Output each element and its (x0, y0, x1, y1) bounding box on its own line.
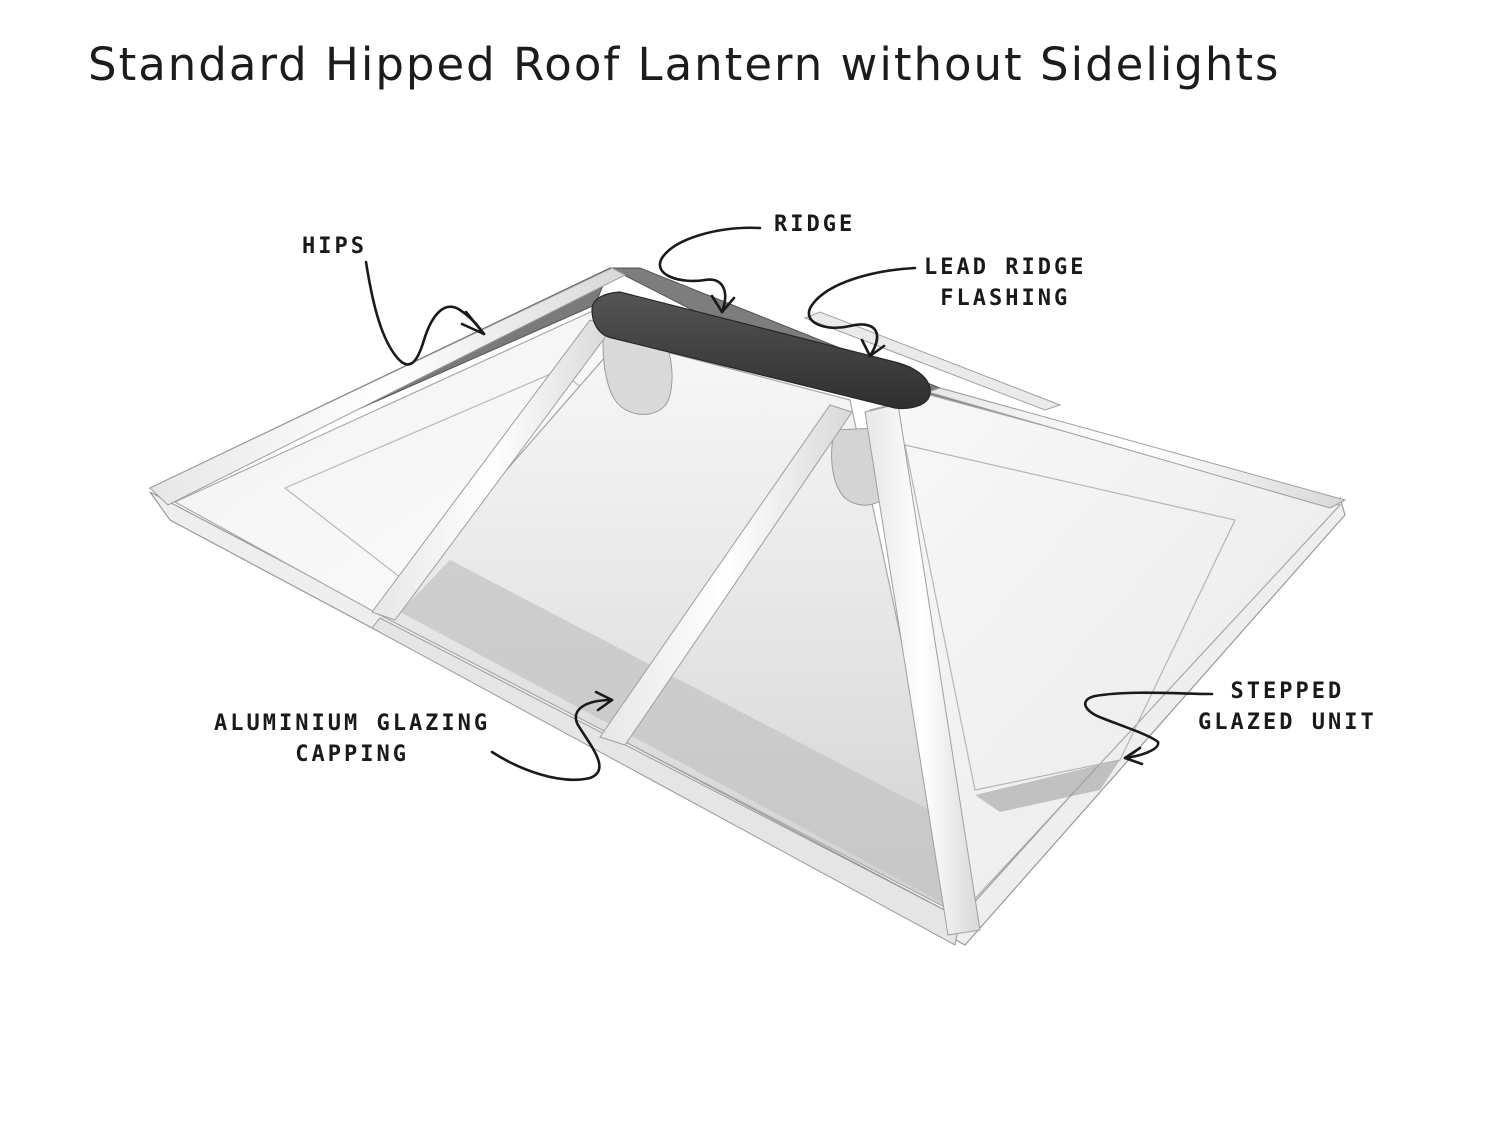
aluminium-capping-arrowhead (594, 690, 614, 712)
ridge-arrowhead (710, 294, 736, 314)
ridge-cap (591, 291, 931, 410)
aluminium-glazing-capping-line-1: ALUMINIUM GLAZING (214, 711, 491, 736)
stepped-glazed-unit-line-2: GLAZED UNIT (1198, 710, 1377, 735)
stepped-glazed-arrowhead (1123, 746, 1144, 766)
lead-ridge-flashing-label: LEAD RIDGE FLASHING (924, 252, 1086, 314)
left-hip-bar (149, 267, 627, 506)
right-front-hip-bar (864, 403, 981, 936)
back-ridge-bar (803, 311, 1062, 411)
ridge-label: RIDGE (774, 212, 856, 237)
stepped-glazed-unit-label: STEPPED GLAZED UNIT (1198, 676, 1377, 738)
glazing-bar-center (599, 404, 853, 746)
lead-ridge-arrowhead (860, 338, 886, 358)
hips-arrowhead (460, 310, 486, 336)
front-shadow-band (400, 560, 960, 912)
aluminium-capping-arrow (490, 698, 614, 782)
stepped-glazed-arrow (1083, 691, 1214, 760)
lead-ridge-flashing-line-2: FLASHING (940, 286, 1071, 311)
lead-ridge-flashing-line-1: LEAD RIDGE (924, 255, 1087, 280)
ridge-arrow (658, 226, 762, 314)
aluminium-glazing-capping-label: ALUMINIUM GLAZING CAPPING (214, 708, 490, 770)
aluminium-glazing-capping-line-2: CAPPING (295, 742, 409, 767)
right-back-hip-bar (926, 387, 1347, 509)
stepped-glazed-unit-line-1: STEPPED (1230, 679, 1345, 704)
front-lower-band (371, 617, 961, 946)
right-shadow (975, 760, 1120, 812)
page-title: Standard Hipped Roof Lantern without Sid… (88, 38, 1281, 91)
lead-ridge-arrow (807, 266, 917, 358)
hips-label: HIPS (302, 234, 367, 259)
